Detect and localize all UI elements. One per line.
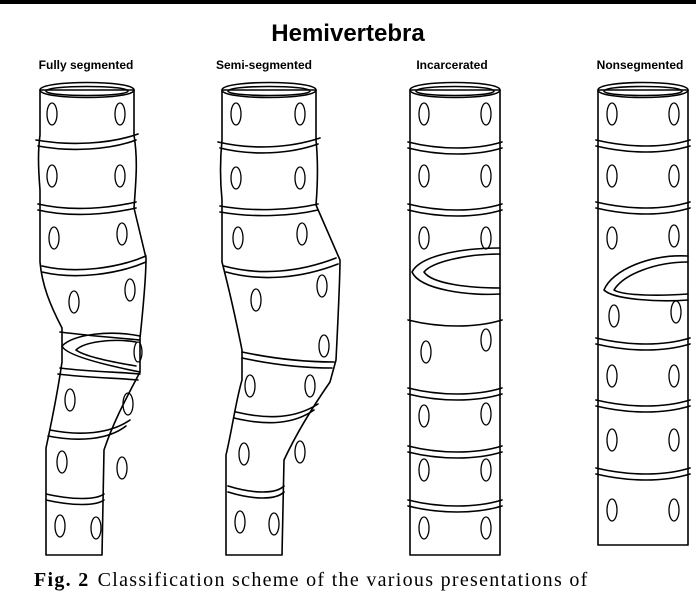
intervertebral-disc-lines (407, 141, 503, 513)
pedicle-ovals (46, 102, 143, 540)
hemivertebra-wedge (411, 247, 501, 296)
spine-top-cap (597, 81, 689, 99)
figure-number: Fig. 2 (34, 569, 90, 591)
spine-outline (219, 89, 341, 556)
spine-top-cap (409, 81, 501, 99)
spine-semi-segmented (217, 81, 341, 556)
spine-top-cap-inner (227, 85, 311, 97)
spine-top-cap (39, 81, 135, 99)
spine-outline (409, 89, 501, 556)
pedicle-ovals (418, 102, 492, 540)
spine-fully-segmented (35, 81, 147, 556)
spine-outline (597, 89, 689, 546)
hemivertebra-illustrations (35, 81, 691, 556)
intervertebral-disc-lines (217, 137, 339, 499)
spine-top-cap-inner (603, 85, 683, 97)
spine-incarcerated (407, 81, 503, 556)
hemivertebra-wedge (603, 255, 689, 302)
panel-label-fully-segmented: Fully segmented (38, 58, 134, 72)
spine-outline (37, 89, 147, 556)
panel-label-incarcerated: Incarcerated (416, 58, 488, 72)
caption-text: Classification scheme of the various pre… (97, 569, 589, 591)
spine-nonsegmented (595, 81, 691, 546)
top-rule (0, 0, 696, 4)
intervertebral-disc-lines (35, 133, 147, 506)
spine-top-cap (221, 81, 317, 99)
hemivertebra-wedge-inner (613, 261, 689, 296)
spine-top-cap-inner (45, 85, 129, 97)
figure-title: Hemivertebra (271, 20, 425, 47)
pedicle-ovals (230, 102, 330, 536)
hemivertebra-wedge (61, 332, 141, 373)
hemivertebra-wedge-inner (423, 253, 501, 289)
pedicle-ovals (606, 102, 682, 522)
panel-label-semi-segmented: Semi-segmented (215, 58, 313, 72)
spine-top-cap-inner (415, 85, 495, 97)
panel-label-nonsegmented: Nonsegmented (596, 58, 684, 72)
hemivertebra-wedge-inner (75, 339, 137, 367)
figure-caption: Fig. 2 Classification scheme of the vario… (34, 569, 696, 592)
intervertebral-disc-lines (595, 139, 691, 481)
